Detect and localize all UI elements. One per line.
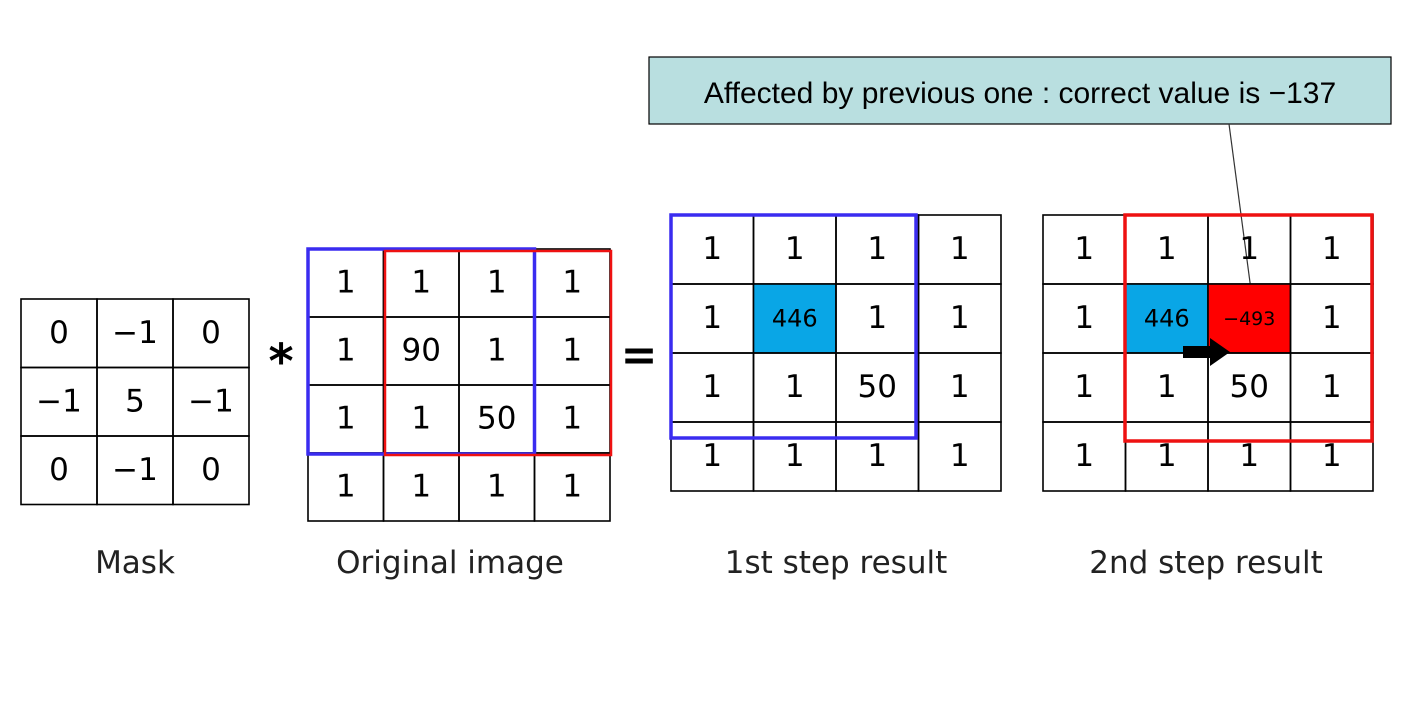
step2-cell-fill	[1125, 284, 1208, 353]
step1-cell-value: 50	[858, 369, 897, 405]
mask-cell-value: −1	[112, 315, 158, 351]
original-cell-value: 1	[336, 265, 356, 301]
step2-cell-value: 1	[1157, 369, 1177, 405]
highlight-frames	[306, 213, 1374, 457]
callout-box	[648, 56, 1392, 125]
step2-cell	[1289, 421, 1374, 492]
original-cell-value: 1	[487, 265, 507, 301]
callout-text: Affected by previous one : correct value…	[704, 77, 1336, 110]
original-image-label: Original image	[336, 545, 564, 581]
step1-cell-value: 1	[950, 300, 970, 336]
right-arrow-icon	[1183, 338, 1230, 366]
step2-cell-value: 1	[1074, 231, 1094, 267]
step2-red-window-frame	[1123, 213, 1374, 443]
step1-cell-value: 1	[785, 231, 805, 267]
callout: Affected by previous one : correct value…	[648, 56, 1392, 291]
original-cell-value: 1	[562, 401, 582, 437]
original-cell-value: 1	[411, 401, 431, 437]
step1-cell	[917, 421, 1002, 492]
step1-cell-value: 1	[950, 438, 970, 474]
original-cell-value: 1	[411, 265, 431, 301]
step2-cell-value: 50	[1230, 369, 1269, 405]
step1-result-matrix: 1 1 1 1 1 446 1 1 1 1 50 1 1 1 1 1	[670, 214, 1002, 492]
original-cell-value: 1	[562, 265, 582, 301]
step2-cell-value: 1	[1239, 438, 1259, 474]
mask-label: Mask	[95, 545, 175, 581]
convolve-operator: *	[268, 334, 293, 390]
step1-cell-value: 1	[702, 300, 722, 336]
step2-cell-value: 1	[1322, 369, 1342, 405]
original-cell-value: 1	[562, 469, 582, 505]
original-cell-value: 90	[402, 333, 441, 369]
step1-cell-value: 1	[785, 438, 805, 474]
mask-cell-value: 0	[201, 315, 221, 351]
step2-cell-value: 1	[1322, 438, 1342, 474]
original-cell-value: 1	[411, 469, 431, 505]
original-image-matrix: 1 1 1 1 1 90 1 1 1 1 50 1 1 1 1 1	[307, 248, 611, 522]
step1-cell-value: 1	[785, 369, 805, 405]
original-cell	[533, 452, 611, 522]
step1-cell-value: 1	[867, 438, 887, 474]
mask-cell-value: −1	[188, 383, 234, 419]
step1-cell-value: 1	[950, 369, 970, 405]
step1-cell-value: 1	[702, 231, 722, 267]
step2-cell-value: 1	[1157, 438, 1177, 474]
step1-cell-fill	[753, 284, 836, 353]
original-cell-value: 1	[336, 333, 356, 369]
mask-cell	[172, 435, 250, 506]
original-cell-value: 1	[562, 333, 582, 369]
step1-cell-value: 1	[702, 369, 722, 405]
step2-cell-fill	[1208, 284, 1291, 353]
mask-cell-value: 0	[49, 315, 69, 351]
mask-cell-value: −1	[112, 452, 158, 488]
equals-operator: =	[621, 330, 658, 381]
original-cell-value: 50	[477, 401, 516, 437]
original-cell-value: 1	[336, 469, 356, 505]
step1-cell-value: 1	[867, 231, 887, 267]
original-cell-value: 1	[336, 401, 356, 437]
original-cell-value: 1	[487, 333, 507, 369]
mask-matrix: 0 −1 0 −1 5 −1 0 −1 0	[20, 298, 250, 506]
step2-cell-value: 1	[1074, 369, 1094, 405]
step2-result-label: 2nd step result	[1089, 545, 1323, 581]
step1-result-label: 1st step result	[725, 545, 948, 581]
step1-blue-window-frame	[669, 213, 918, 440]
original-red-window-frame	[383, 249, 613, 457]
callout-leader-line	[1228, 123, 1252, 291]
step2-cell-value: 1	[1074, 438, 1094, 474]
original-cell-value: 1	[487, 469, 507, 505]
step2-cell-value: −493	[1223, 308, 1275, 330]
mask-cell-value: −1	[36, 383, 82, 419]
step2-cell-value: 1	[1322, 300, 1342, 336]
step1-cell-value: 1	[950, 231, 970, 267]
step1-cell-value: 1	[867, 300, 887, 336]
step2-cell-value: 1	[1074, 300, 1094, 336]
step2-cell-value: 1	[1239, 231, 1259, 267]
mask-cell-value: 0	[201, 452, 221, 488]
mask-cell-value: 5	[125, 383, 145, 419]
step2-cell-value: 1	[1157, 231, 1177, 267]
step1-cell-value: 1	[702, 438, 722, 474]
step2-cell-value: 1	[1322, 231, 1342, 267]
mask-cell-value: 0	[49, 452, 69, 488]
step1-cell-value: 446	[772, 305, 818, 333]
step2-cell-value: 446	[1144, 305, 1190, 333]
